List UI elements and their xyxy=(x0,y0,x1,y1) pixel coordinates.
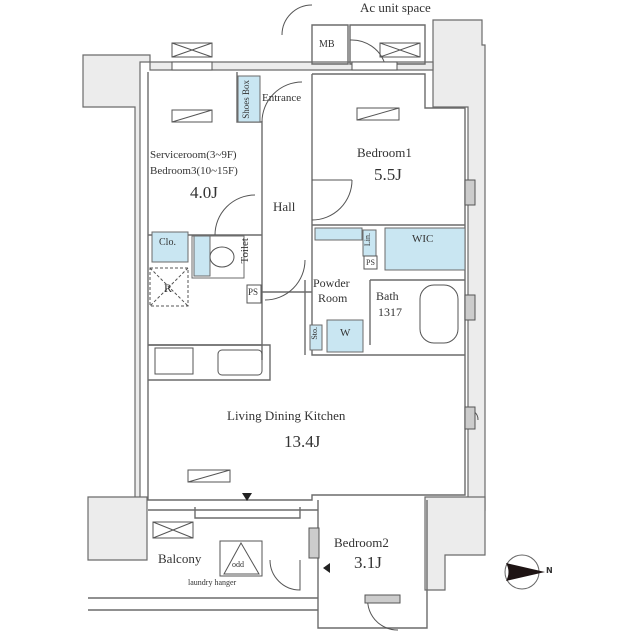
windows xyxy=(171,61,476,604)
ldk-size: 13.4J xyxy=(284,432,321,451)
sink xyxy=(217,349,263,376)
refrigerator-label: R xyxy=(164,281,173,295)
powder-room-name-2: Room xyxy=(318,291,348,305)
toilet-bowl xyxy=(209,246,235,268)
bath-size: 1317 xyxy=(378,305,402,319)
serviceroom-size: 4.0J xyxy=(190,183,218,202)
shoes-box-label: Shoes Box xyxy=(241,80,251,119)
stove xyxy=(154,347,194,375)
ac-unit-top xyxy=(379,42,421,58)
entry-marker-ldk xyxy=(242,493,252,501)
laundry-hanger-box xyxy=(219,540,263,577)
odd-label: odd xyxy=(232,560,244,569)
linen-label: Lin. xyxy=(363,233,372,247)
refrigerator-space xyxy=(149,267,189,307)
bedroom2-size: 3.1J xyxy=(354,553,382,572)
wic-label: WIC xyxy=(412,233,434,245)
toilet-area xyxy=(191,235,245,279)
powder-basin xyxy=(314,227,363,241)
ac-icon-bedroom1 xyxy=(356,107,400,121)
bedroom1-name: Bedroom1 xyxy=(357,145,412,160)
closet xyxy=(151,231,189,263)
closet-label: Clo. xyxy=(159,237,176,248)
wic xyxy=(384,227,466,271)
ps-label-1: PS xyxy=(248,287,259,297)
ac-unit-topleft xyxy=(171,42,213,58)
doors xyxy=(214,4,479,631)
bedroom2-name: Bedroom2 xyxy=(334,535,389,550)
shoes-box xyxy=(237,75,261,123)
storage-label: Sto. xyxy=(310,327,319,340)
bathtub xyxy=(419,284,459,344)
compass-icon xyxy=(504,554,545,590)
bath-name: Bath xyxy=(376,289,399,303)
balcony-name: Balcony xyxy=(158,551,202,566)
compass-north-label: N xyxy=(546,566,553,575)
mb-label: MB xyxy=(319,39,335,50)
hall-label: Hall xyxy=(273,199,296,214)
laundry-hanger-label: laundry hanger xyxy=(188,578,237,587)
washer-pan xyxy=(326,319,364,353)
ac-icon-serviceroom xyxy=(171,109,213,123)
wet-areas xyxy=(151,75,466,353)
ac-unit-balcony xyxy=(152,521,194,539)
ac-icon-ldk xyxy=(187,469,231,483)
ac-unit-space-label: Ac unit space xyxy=(360,0,431,15)
powder-room-name-1: Powder xyxy=(313,276,350,290)
exterior-walls xyxy=(82,19,486,591)
toilet-label: Toilet xyxy=(239,238,251,264)
fixtures xyxy=(149,42,459,577)
serviceroom-name-2: Bedroom3(10~15F) xyxy=(150,165,238,177)
ps-label-2: PS xyxy=(366,258,375,267)
bedroom1-size: 5.5J xyxy=(374,165,402,184)
entry-marker-bedroom2 xyxy=(323,563,330,573)
entrance-label: Entrance xyxy=(262,92,302,104)
washer-label: W xyxy=(340,327,351,339)
serviceroom-name-1: Serviceroom(3~9F) xyxy=(150,149,237,161)
ldk-name: Living Dining Kitchen xyxy=(227,408,346,423)
